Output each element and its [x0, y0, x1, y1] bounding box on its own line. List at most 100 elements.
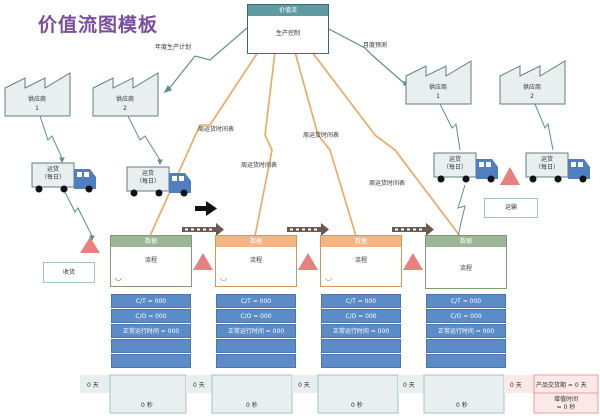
process-box-3[interactable]: 数据 流程 ◡	[320, 235, 402, 287]
data-row-empty[interactable]	[426, 354, 506, 368]
truck-label-4: 运货（每日）	[534, 156, 559, 171]
inventory-triangles	[80, 167, 520, 270]
data-row-cycle-time[interactable]: C/T = 000	[426, 294, 506, 308]
operator-icon: ◡	[115, 273, 122, 282]
timeline-days-1: 0 天	[87, 382, 99, 389]
data-row-empty[interactable]	[426, 339, 506, 353]
push-arrows	[182, 223, 434, 236]
truck-label-3: 运货（每日）	[442, 156, 467, 171]
timeline-days-3: 0 天	[298, 382, 310, 389]
inventory-icon	[193, 253, 213, 270]
production-control-box[interactable]: 价值流 生产控制	[247, 4, 329, 54]
inventory-icon	[500, 167, 520, 185]
inventory-icon	[80, 237, 100, 253]
page-title: 价值流图模板	[38, 14, 159, 36]
timeline-day-segment	[186, 375, 212, 393]
data-row-uptime[interactable]: 正常运行时间 = 000	[216, 324, 296, 338]
truck-icon	[31, 162, 96, 193]
data-row-empty[interactable]	[321, 354, 401, 368]
schedule-label-4: 周运货时间表	[369, 180, 406, 187]
data-row-uptime[interactable]: 正常运行时间 = 000	[426, 324, 506, 338]
factory-shapes	[4, 60, 566, 117]
data-row-changeover[interactable]: C/O = 000	[426, 309, 506, 323]
process-label: 流程	[249, 257, 262, 264]
data-row-cycle-time[interactable]: C/T = 000	[111, 294, 191, 308]
data-box-3: C/T = 000 C/O = 000 正常运行时间 = 000	[321, 294, 401, 369]
truck-label-1: 运货（每日）	[40, 166, 65, 181]
timeline-sec-segment	[317, 374, 399, 414]
data-row-changeover[interactable]: C/O = 000	[321, 309, 401, 323]
value-added-time-label: 增值时间= 0 秒	[553, 396, 578, 411]
operator-icon: ◡	[220, 273, 227, 282]
truck-icon	[126, 166, 191, 197]
timeline-day-segment	[80, 375, 110, 393]
electronic-flow-2	[254, 51, 276, 237]
electronic-flow-3	[294, 51, 357, 237]
inventory-icon	[403, 253, 423, 270]
production-control-label: 生产控制	[275, 30, 300, 37]
process-box-1[interactable]: 数据 流程 ◡	[110, 235, 192, 287]
timeline-days-4: 0 天	[403, 382, 415, 389]
process-label: 流程	[459, 265, 472, 272]
data-box-2: C/T = 000 C/O = 000 正常运行时间 = 000	[216, 294, 296, 369]
trucks	[31, 152, 590, 197]
timeline-lead-day	[504, 375, 534, 393]
process-box-2[interactable]: 数据 流程 ◡	[215, 235, 297, 287]
data-row-cycle-time[interactable]: C/T = 000	[321, 294, 401, 308]
timeline-seconds-4: 0 秒	[456, 402, 468, 409]
timeline-seconds-3: 0 秒	[351, 402, 363, 409]
factory-icon	[499, 60, 566, 105]
push-arrow-2	[287, 223, 329, 236]
receiving-box[interactable]: 收货	[43, 262, 95, 283]
timeline-sec-segment	[423, 374, 505, 414]
process-header: 数据	[111, 236, 191, 247]
lead-time-label: 产品交货期 = 0 天	[536, 382, 587, 389]
data-row-empty[interactable]	[216, 339, 296, 353]
shipping-box[interactable]: 运输	[484, 198, 538, 218]
data-box-4: C/T = 000 C/O = 000 正常运行时间 = 000	[426, 294, 506, 369]
timeline-day-segment	[292, 375, 318, 393]
schedule-label-1: 周运货时间表	[198, 126, 235, 133]
process-box-4[interactable]: 数据 流程	[425, 235, 507, 289]
supplier-to-truck-lines	[39, 103, 554, 242]
data-row-empty[interactable]	[111, 339, 191, 353]
data-row-uptime[interactable]: 正常运行时间 = 000	[111, 324, 191, 338]
timeline-seconds-1: 0 秒	[141, 402, 153, 409]
push-arrow-1	[182, 223, 224, 236]
process-label: 流程	[144, 257, 157, 264]
truck-label-2: 运货（每日）	[135, 170, 160, 185]
data-row-changeover[interactable]: C/O = 000	[216, 309, 296, 323]
schedule-label-3: 周运货时间表	[303, 132, 340, 139]
data-row-uptime[interactable]: 正常运行时间 = 000	[321, 324, 401, 338]
factory-icon	[92, 72, 159, 117]
timeline-sec-segment	[109, 374, 187, 414]
truck-icon	[525, 152, 590, 183]
data-row-empty[interactable]	[321, 339, 401, 353]
shipment-arrow-icon	[195, 201, 217, 216]
inventory-icon	[298, 253, 318, 270]
forecast-label: 月度预测	[363, 42, 388, 49]
process-header: 数据	[216, 236, 296, 247]
factory-icon	[405, 60, 472, 105]
electronic-flow-4	[311, 51, 461, 237]
push-arrow-3	[392, 223, 434, 236]
manual-flow-forecast	[326, 27, 408, 86]
process-header: 数据	[321, 236, 401, 247]
timeline-sec-segment	[211, 374, 293, 414]
data-row-empty[interactable]	[111, 354, 191, 368]
process-label: 流程	[354, 257, 367, 264]
annual-plan-label: 年度生产计划	[155, 44, 192, 51]
data-row-changeover[interactable]: C/O = 000	[111, 309, 191, 323]
timeline-day-segment	[398, 375, 424, 393]
process-header: 数据	[426, 236, 506, 247]
data-row-cycle-time[interactable]: C/T = 000	[216, 294, 296, 308]
timeline-days-5: 0 天	[510, 382, 522, 389]
data-row-empty[interactable]	[216, 354, 296, 368]
production-control-header: 价值流	[248, 5, 328, 16]
schedule-label-2: 周运货时间表	[241, 162, 278, 169]
